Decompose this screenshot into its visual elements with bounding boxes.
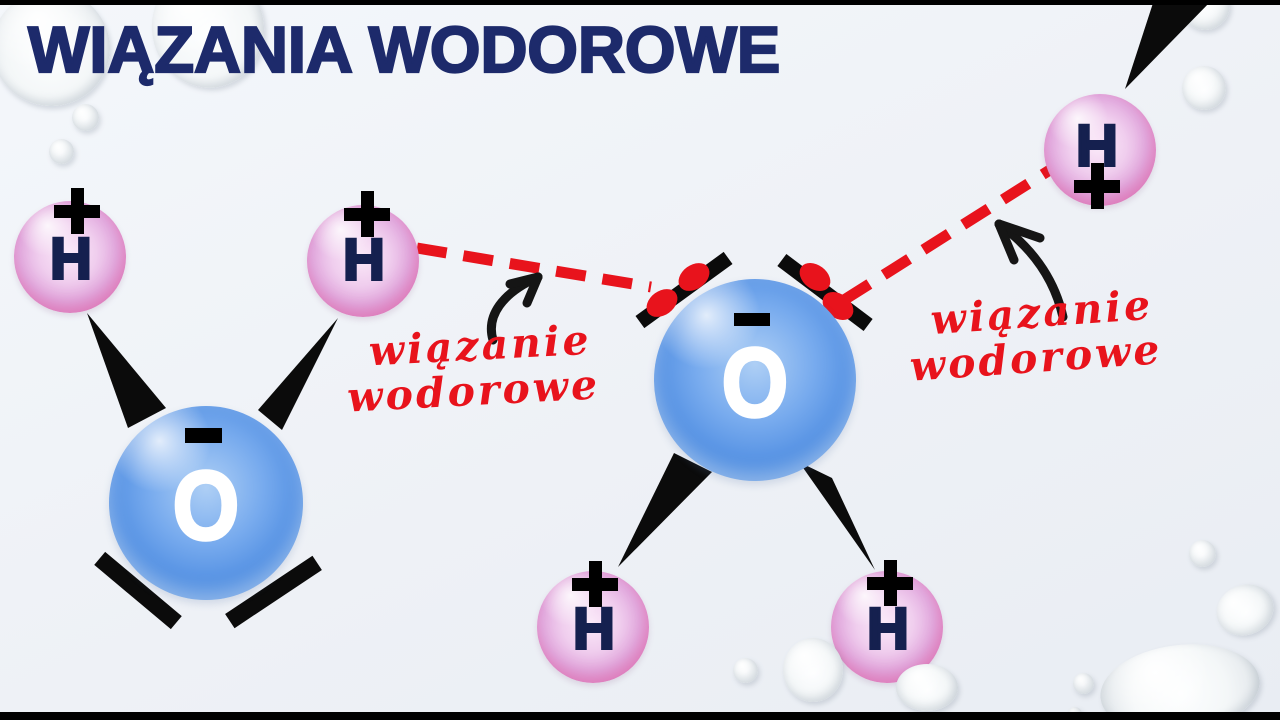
plus-icon bbox=[572, 561, 618, 607]
lone-pair-bar bbox=[94, 551, 182, 630]
plus-icon bbox=[54, 188, 100, 234]
bottom-letterbox-bar bbox=[0, 712, 1280, 720]
lone-pair-electron-dot bbox=[678, 263, 710, 291]
plus-icon bbox=[1074, 163, 1120, 209]
annotation-arrow bbox=[487, 272, 543, 345]
oxygen-atom-center: O bbox=[654, 279, 856, 481]
covalent-bond-wedge bbox=[618, 453, 712, 567]
covalent-bond-wedge bbox=[799, 462, 875, 570]
covalent-bond-wedge bbox=[1125, 0, 1212, 89]
hydrogen-atom-top-right: H bbox=[1044, 94, 1156, 209]
oxygen-atom-left: O bbox=[109, 406, 303, 600]
hydrogen-bond-label-right: wiązanie wodorowe bbox=[905, 281, 1164, 391]
covalent-bond-wedge bbox=[258, 318, 338, 430]
annotation-arrow bbox=[994, 219, 1068, 322]
hydrogen-atom-bottom-1: H bbox=[537, 561, 649, 683]
water-droplet bbox=[1073, 673, 1094, 694]
minus-icon bbox=[734, 313, 770, 326]
hydrogen-bond-label-left: wiązanie wodorowe bbox=[344, 316, 601, 422]
water-droplet bbox=[783, 638, 843, 702]
water-droplet bbox=[733, 658, 758, 683]
plus-icon bbox=[344, 191, 390, 237]
hydrogen-symbol: H bbox=[866, 595, 911, 663]
hydrogen-symbol: H bbox=[572, 595, 617, 663]
lone-pair-electron-dot bbox=[799, 262, 831, 292]
water-droplet bbox=[896, 664, 958, 711]
lone-pair-electron-dot bbox=[646, 289, 678, 317]
plus-icon bbox=[867, 560, 913, 606]
minus-icon bbox=[185, 428, 222, 443]
water-droplet bbox=[1182, 66, 1226, 110]
water-droplet bbox=[49, 139, 74, 164]
page-title: WIĄZANIA WODOROWE bbox=[27, 12, 781, 87]
hydrogen-symbol: H bbox=[342, 226, 387, 294]
hydrogen-symbol: H bbox=[49, 225, 94, 293]
top-letterbox-bar bbox=[0, 0, 1280, 5]
hydrogen-bond-dashed-line bbox=[416, 242, 652, 293]
hydrogen-atom-left-1: H bbox=[14, 188, 126, 313]
water-droplet bbox=[72, 104, 99, 131]
lone-pair-bar bbox=[225, 555, 322, 629]
oxygen-symbol: O bbox=[171, 449, 240, 562]
oxygen-symbol: O bbox=[720, 326, 789, 439]
hydrogen-atom-left-2: H bbox=[307, 191, 419, 317]
water-droplet bbox=[1189, 540, 1216, 567]
covalent-bond-wedge bbox=[87, 313, 166, 428]
hydrogen-bond-dashed-line bbox=[841, 163, 1056, 305]
